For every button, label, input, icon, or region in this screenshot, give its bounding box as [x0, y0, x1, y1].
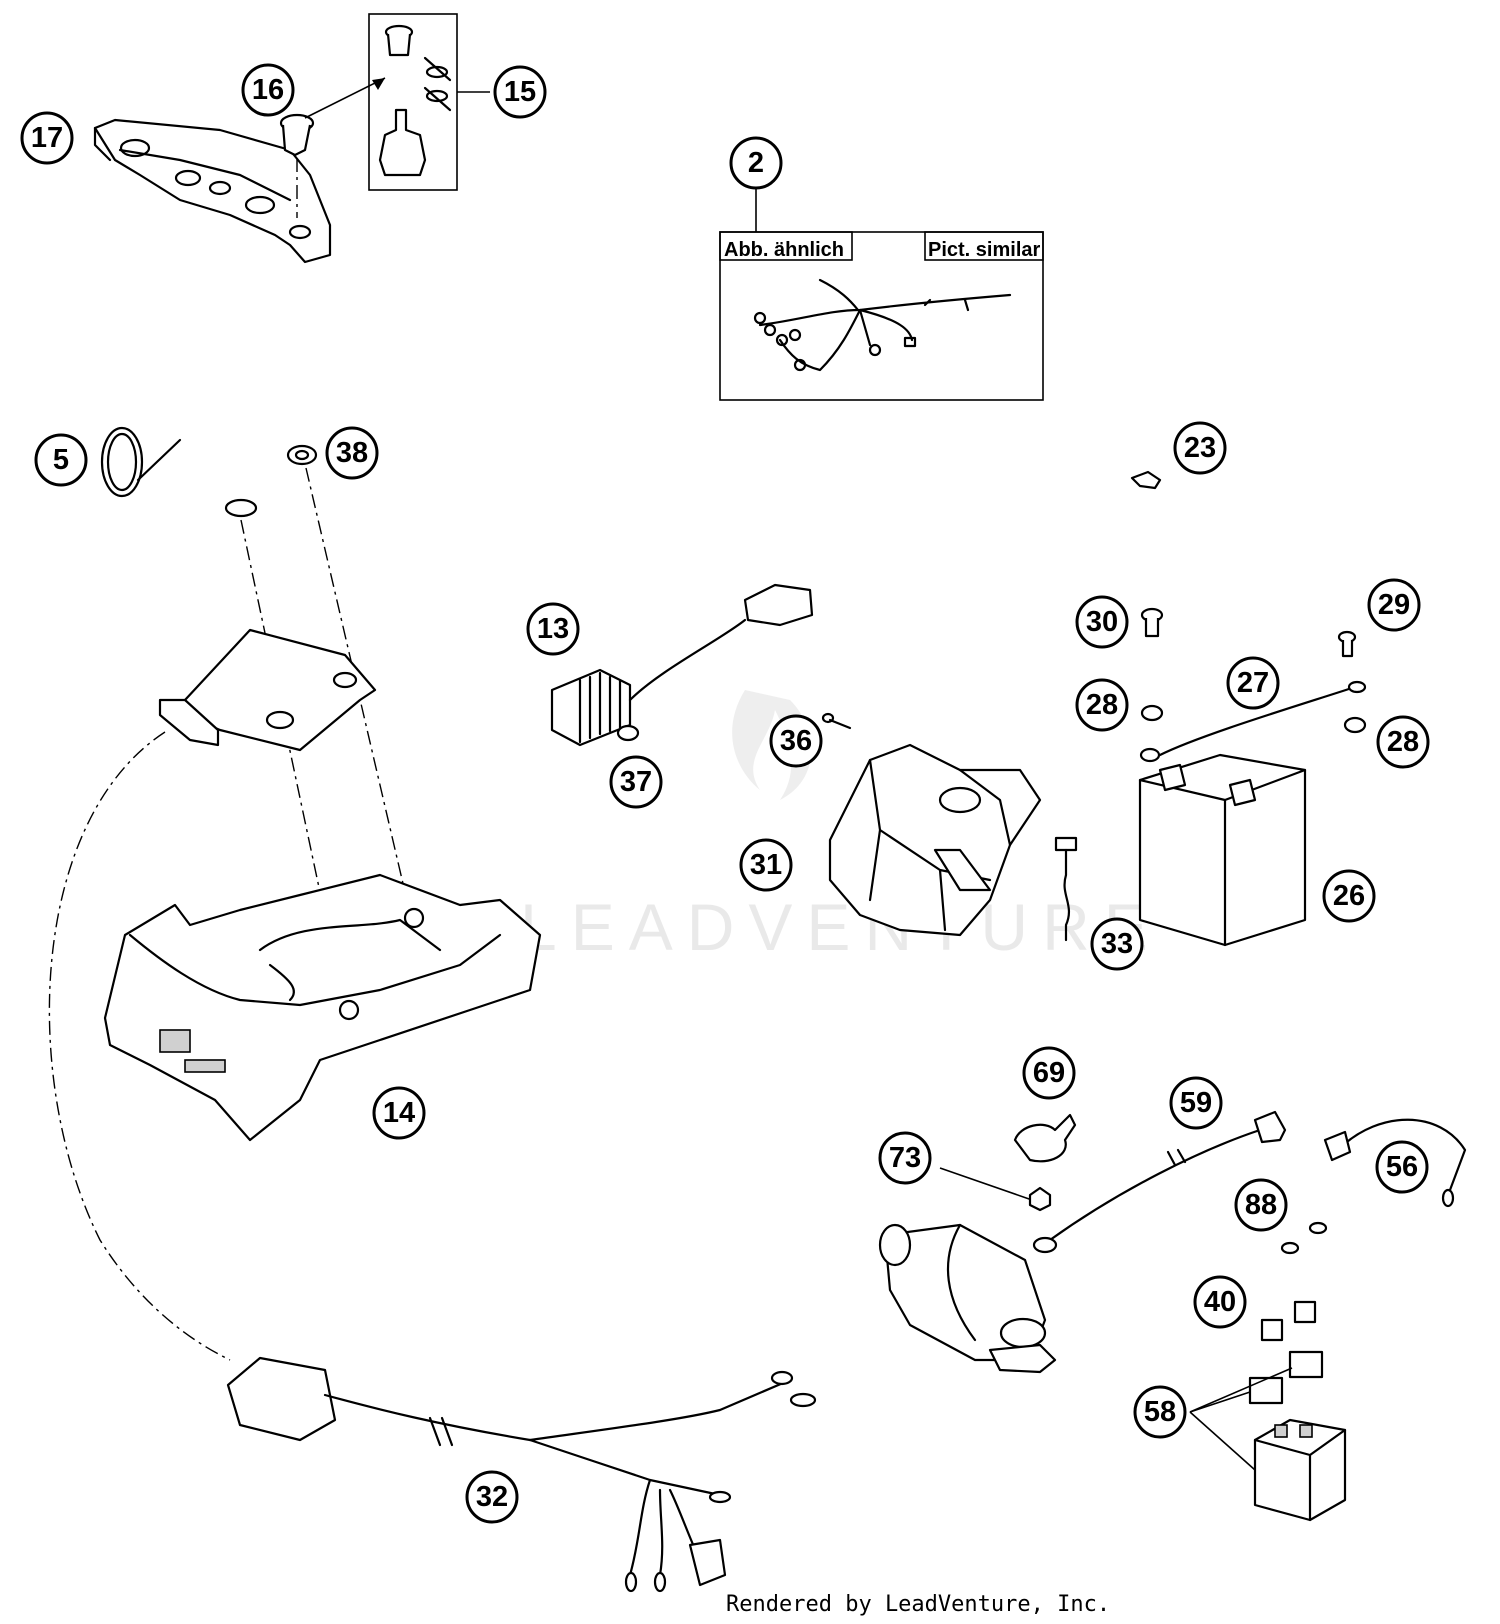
part-30-bolt: [1140, 607, 1164, 638]
callout-69: 69: [1022, 1046, 1076, 1100]
svg-text:32: 32: [476, 1481, 508, 1513]
part-59-cable: [1032, 1110, 1287, 1254]
callout-58: 58: [1133, 1385, 1187, 1439]
callout-15: 15: [493, 65, 547, 119]
svg-text:15: 15: [504, 76, 536, 108]
part-73-nut: [939, 1167, 1052, 1212]
callout-88: 88: [1234, 1178, 1288, 1232]
callout-13: 13: [526, 602, 580, 656]
part-13-regulator: [550, 583, 814, 747]
part-29-bolt: [1337, 630, 1357, 658]
part-33-fuse-holder: [1054, 836, 1078, 942]
callout-38: 38: [325, 426, 379, 480]
footer-credit: Rendered by LeadVenture, Inc.: [726, 1592, 1111, 1617]
callout-23: 23: [1173, 421, 1227, 475]
svg-text:2: 2: [748, 147, 764, 179]
svg-text:23: 23: [1184, 432, 1216, 464]
part-28-nut-right: [1343, 716, 1367, 734]
part-32-harness: [226, 1356, 817, 1593]
svg-text:33: 33: [1101, 928, 1133, 960]
part-31-battery-box: [828, 743, 1042, 937]
part-14-tray: [103, 873, 542, 1142]
svg-text:40: 40: [1204, 1286, 1236, 1318]
starter-motor: [878, 1223, 1057, 1374]
svg-text:88: 88: [1245, 1189, 1277, 1221]
part-5-cable-tie: [100, 426, 182, 498]
part-17-bracket: [93, 118, 332, 264]
callout-2: 2: [729, 136, 783, 190]
svg-text:13: 13: [537, 613, 569, 645]
svg-text:17: 17: [31, 122, 63, 154]
similar-label-en: Pict. similar: [928, 239, 1040, 261]
similar-label-de: Abb. ähnlich: [724, 239, 844, 261]
part-69-cap: [1013, 1113, 1077, 1163]
svg-text:59: 59: [1180, 1087, 1212, 1119]
watermark-text: LEADVENTURE: [520, 890, 1162, 964]
callout-17: 17: [20, 111, 74, 165]
svg-text:28: 28: [1086, 689, 1118, 721]
part-2-harness-box: Abb. ähnlich Pict. similar: [719, 188, 1044, 401]
callout-29: 29: [1367, 578, 1421, 632]
svg-text:26: 26: [1333, 880, 1365, 912]
svg-text:31: 31: [750, 849, 782, 881]
svg-text:16: 16: [252, 74, 284, 106]
part-58-relay: [1189, 1350, 1347, 1522]
callout-16: 16: [241, 63, 295, 117]
callout-30: 30: [1075, 595, 1129, 649]
svg-text:36: 36: [780, 725, 812, 757]
svg-text:5: 5: [53, 444, 69, 476]
part-56-cable: [1323, 1118, 1467, 1208]
callout-32: 32: [465, 1470, 519, 1524]
svg-text:37: 37: [620, 766, 652, 798]
part-88-screws: [1280, 1221, 1328, 1255]
svg-text:73: 73: [889, 1142, 921, 1174]
svg-text:56: 56: [1386, 1151, 1418, 1183]
svg-text:29: 29: [1378, 589, 1410, 621]
svg-text:28: 28: [1387, 726, 1419, 758]
watermark: LEADVENTURE: [520, 690, 1162, 964]
callout-36: 36: [769, 714, 823, 768]
svg-text:38: 38: [336, 437, 368, 469]
callout-14: 14: [372, 1086, 426, 1140]
callout-73: 73: [878, 1131, 932, 1185]
part-27-cable: [1139, 680, 1367, 763]
part-28-nut-left: [1140, 704, 1164, 722]
callout-33: 33: [1090, 917, 1144, 971]
callout-37: 37: [609, 755, 663, 809]
callout-28-right: 28: [1376, 715, 1430, 769]
callout-28-left: 28: [1075, 678, 1129, 732]
callout-26: 26: [1322, 869, 1376, 923]
callout-59: 59: [1169, 1076, 1223, 1130]
callout-27: 27: [1226, 656, 1280, 710]
ecu-unit: [48, 498, 377, 1361]
svg-text:58: 58: [1144, 1396, 1176, 1428]
svg-text:69: 69: [1033, 1057, 1065, 1089]
callout-56: 56: [1375, 1140, 1429, 1194]
part-16-grommet: [279, 77, 386, 218]
part-40-fuses: [1260, 1300, 1317, 1342]
callout-31: 31: [739, 838, 793, 892]
svg-text:30: 30: [1086, 606, 1118, 638]
part-15-kit-box: [368, 13, 490, 191]
svg-text:27: 27: [1237, 667, 1269, 699]
part-23-clip: [1130, 470, 1162, 490]
callout-40: 40: [1193, 1275, 1247, 1329]
svg-text:14: 14: [383, 1097, 415, 1129]
part-26-battery: [1138, 753, 1307, 947]
part-36-bolt: [821, 712, 852, 730]
callout-5: 5: [34, 433, 88, 487]
